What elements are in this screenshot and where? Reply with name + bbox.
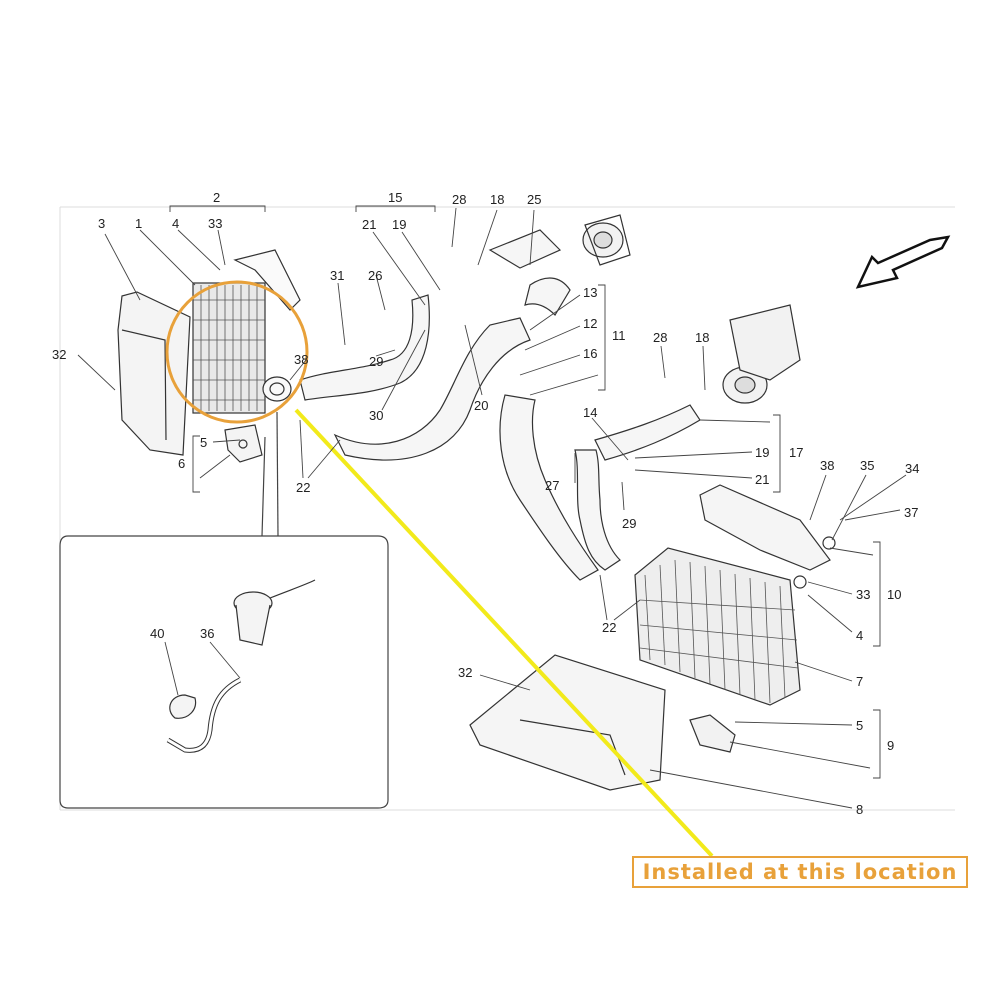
right-intercooler — [469, 484, 836, 791]
part-label: 33 — [208, 216, 222, 231]
central-hoses — [299, 229, 701, 581]
part-label: 37 — [904, 505, 918, 520]
turbocharger-top — [582, 214, 631, 266]
part-label: 29 — [369, 354, 383, 369]
part-label: 28 — [653, 330, 667, 345]
part-label: 38 — [820, 458, 834, 473]
part-label: 5 — [856, 718, 863, 733]
callout-text: Installed at this location — [642, 860, 958, 884]
part-labels: 2 15 28 18 25 3 1 4 33 21 19 31 26 13 12… — [52, 190, 919, 817]
part-label: 38 — [294, 352, 308, 367]
part-label: 15 — [388, 190, 402, 205]
part-label: 30 — [369, 408, 383, 423]
installation-callout: Installed at this location — [632, 856, 968, 888]
part-label: 7 — [856, 674, 863, 689]
pointer-line — [294, 408, 714, 858]
inset-hose-assembly — [166, 579, 316, 753]
part-label: 19 — [392, 217, 406, 232]
part-label: 16 — [583, 346, 597, 361]
part-label: 27 — [545, 478, 559, 493]
part-label: 8 — [856, 802, 863, 817]
part-label: 21 — [362, 217, 376, 232]
part-label: 18 — [695, 330, 709, 345]
part-label: 22 — [296, 480, 310, 495]
part-label: 29 — [622, 516, 636, 531]
part-label: 2 — [213, 190, 220, 205]
part-label: 13 — [583, 285, 597, 300]
part-label: 9 — [887, 738, 894, 753]
part-label: 18 — [490, 192, 504, 207]
part-label: 34 — [905, 461, 919, 476]
part-label: 5 — [200, 435, 207, 450]
part-label: 6 — [178, 456, 185, 471]
part-label: 14 — [583, 405, 597, 420]
part-label: 4 — [172, 216, 179, 231]
part-label: 28 — [452, 192, 466, 207]
part-label: 35 — [860, 458, 874, 473]
part-label: 4 — [856, 628, 863, 643]
direction-arrow-icon — [855, 235, 951, 289]
left-intercooler — [117, 249, 301, 463]
part-label: 21 — [755, 472, 769, 487]
part-label: 25 — [527, 192, 541, 207]
part-label: 32 — [458, 665, 472, 680]
part-label: 20 — [474, 398, 488, 413]
part-label: 36 — [200, 626, 214, 641]
part-label: 26 — [368, 268, 382, 283]
part-label: 19 — [755, 445, 769, 460]
part-label: 10 — [887, 587, 901, 602]
part-label: 40 — [150, 626, 164, 641]
part-label: 32 — [52, 347, 66, 362]
highlight-circle — [165, 280, 309, 424]
part-label: 1 — [135, 216, 142, 231]
part-label: 33 — [856, 587, 870, 602]
inset-panel — [59, 411, 389, 809]
part-label: 22 — [602, 620, 616, 635]
part-label: 17 — [789, 445, 803, 460]
part-label: 11 — [612, 328, 626, 343]
part-label: 31 — [330, 268, 344, 283]
part-label: 3 — [98, 216, 105, 231]
part-label: 12 — [583, 316, 597, 331]
leader-lines — [77, 205, 907, 809]
turbocharger-right — [722, 304, 801, 404]
